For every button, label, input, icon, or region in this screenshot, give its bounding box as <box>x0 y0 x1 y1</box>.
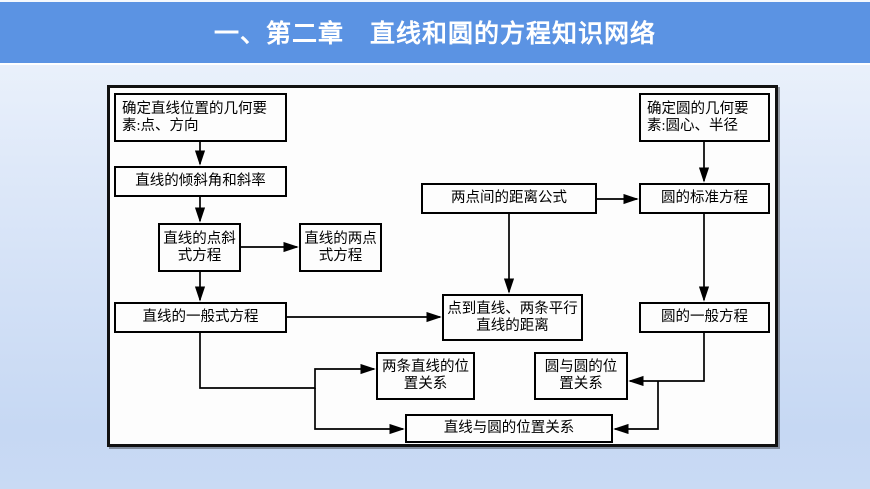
node-point-slope[interactable]: 直线的点斜式方程 <box>158 223 241 272</box>
edge-circle-general-to-circle-circle <box>628 333 705 387</box>
edge-general-line-to-line-circle <box>314 388 405 435</box>
node-general-line-label: 直线的一般式方程 <box>142 309 259 326</box>
node-two-point[interactable]: 直线的两点式方程 <box>299 223 382 272</box>
node-general-line[interactable]: 直线的一般式方程 <box>114 302 287 333</box>
node-circle-std[interactable]: 圆的标准方程 <box>639 183 770 214</box>
node-line-geom-label: 确定直线位置的几何要素:点、方向 <box>122 100 267 134</box>
node-circle-geom[interactable]: 确定圆的几何要素:圆心、半径 <box>639 93 770 142</box>
node-incline-label: 直线的倾斜角和斜率 <box>135 173 266 190</box>
node-circle-general[interactable]: 圆的一般方程 <box>639 302 770 333</box>
node-circle-circle-label: 圆与圆的位置关系 <box>544 359 618 392</box>
title-bar: 一、第二章 直线和圆的方程知识网络 <box>0 2 870 65</box>
node-incline[interactable]: 直线的倾斜角和斜率 <box>114 166 287 197</box>
node-dist-formula[interactable]: 两点间的距离公式 <box>421 183 597 214</box>
node-two-point-label: 直线的两点式方程 <box>304 230 377 264</box>
node-point-to-line-label: 点到直线、两条平行直线的距离 <box>447 300 578 334</box>
node-circle-geom-label: 确定圆的几何要素:圆心、半径 <box>647 100 749 134</box>
node-dist-formula-label: 两点间的距离公式 <box>451 190 567 207</box>
page-title: 一、第二章 直线和圆的方程知识网络 <box>213 19 656 48</box>
node-circle-general-label: 圆的一般方程 <box>661 309 748 326</box>
knowledge-network-diagram: 确定直线位置的几何要素:点、方向 直线的倾斜角和斜率 直线的点斜式方程 直线的两… <box>107 85 778 447</box>
node-point-to-line[interactable]: 点到直线、两条平行直线的距离 <box>442 294 583 341</box>
node-two-lines-label: 两条直线的位置关系 <box>382 359 469 392</box>
node-point-slope-label: 直线的点斜式方程 <box>163 230 236 264</box>
node-line-geom[interactable]: 确定直线位置的几何要素:点、方向 <box>114 93 287 142</box>
edge-circle-general-to-line-circle <box>613 381 659 435</box>
diagram-connectors <box>194 142 710 435</box>
node-circle-std-label: 圆的标准方程 <box>661 190 748 207</box>
edge-general-line-to-two-lines <box>199 333 376 389</box>
node-two-lines[interactable]: 两条直线的位置关系 <box>376 352 475 400</box>
node-circle-circle[interactable]: 圆与圆的位置关系 <box>534 352 628 400</box>
node-line-circle[interactable]: 直线与圆的位置关系 <box>405 414 613 443</box>
node-line-circle-label: 直线与圆的位置关系 <box>443 420 575 437</box>
